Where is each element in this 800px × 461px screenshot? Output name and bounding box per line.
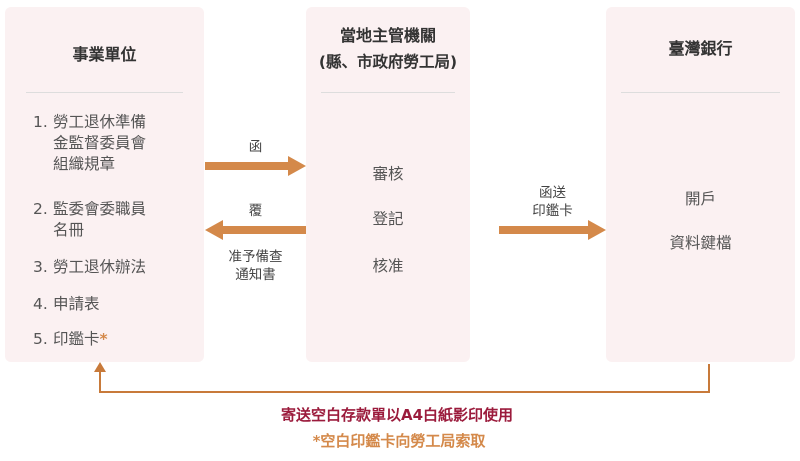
- list-item: 4.申請表: [33, 295, 100, 313]
- arrow-right-icon: [499, 220, 606, 240]
- step-register: 登記: [372, 210, 404, 228]
- employer-box: 事業單位 1.勞工退休準備金監督委員會組織規章 2.監委會委職員名冊 3.勞工退…: [5, 7, 204, 362]
- step-approve: 核准: [372, 257, 404, 275]
- divider: [26, 92, 183, 93]
- note-sub: *空白印鑑卡向勞工局索取: [312, 432, 486, 450]
- label-notice-2: 通知書: [235, 267, 276, 283]
- step-review: 審核: [372, 165, 404, 183]
- authority-box: 當地主管機關 (縣、市政府勞工局) 審核 登記 核准: [306, 7, 470, 362]
- step-data-entry: 資料鍵檔: [669, 234, 732, 252]
- authority-title-1: 當地主管機關: [339, 26, 436, 45]
- asterisk: *: [99, 330, 108, 348]
- label-notice-1: 准予備查: [228, 249, 283, 265]
- divider: [321, 92, 455, 93]
- list-item: 1.勞工退休準備金監督委員會組織規章: [33, 113, 147, 173]
- note-main: 寄送空白存款單以A4白紙影印使用: [280, 406, 514, 424]
- list-item: 3.勞工退休辦法: [33, 258, 147, 276]
- employer-title: 事業單位: [72, 45, 137, 64]
- arrow-up-icon: [94, 362, 106, 372]
- return-line: [99, 364, 710, 393]
- divider: [621, 92, 780, 93]
- bank-box: 臺灣銀行 開戶 資料鍵檔: [606, 7, 795, 362]
- list-item: 2.監委會委職員名冊: [33, 200, 147, 239]
- arrow-right-icon: [205, 156, 306, 176]
- step-open-account: 開戶: [684, 190, 716, 208]
- list-item: 5.印鑑卡*: [33, 330, 108, 348]
- authority-title-2: (縣、市政府勞工局): [318, 53, 458, 71]
- label-reply: 覆: [248, 203, 263, 219]
- arrow-left-icon: [205, 220, 306, 240]
- bank-title: 臺灣銀行: [668, 39, 733, 58]
- label-letter: 函: [248, 139, 263, 155]
- label-send-2: 印鑑卡: [532, 203, 573, 219]
- label-send-1: 函送: [539, 185, 566, 201]
